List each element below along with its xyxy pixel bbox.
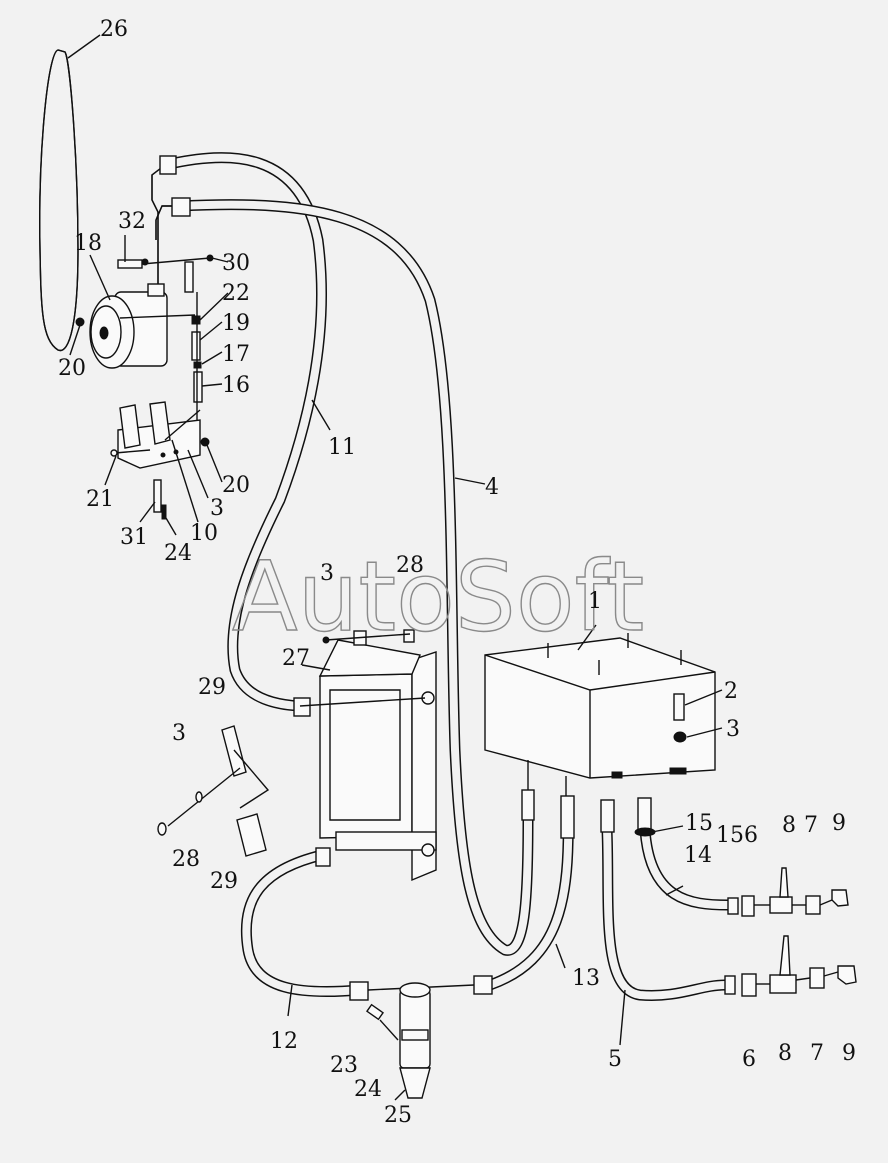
callout-8-lower: 8: [778, 1041, 792, 1066]
callout-6-upper: 6: [744, 823, 758, 848]
hose-14: [634, 797, 734, 911]
callout-15-valve: 15: [716, 823, 744, 848]
callout-17: 17: [222, 342, 250, 367]
callout-7-upper: 7: [804, 813, 818, 838]
watermark-text: AutoSoft: [232, 541, 644, 653]
callout-26: 26: [100, 17, 128, 42]
callout-18: 18: [74, 231, 102, 256]
valve-assembly-upper: [727, 867, 849, 917]
callout-12: 12: [270, 1029, 298, 1054]
condenser: [299, 629, 437, 882]
callout-1: 1: [588, 589, 602, 614]
callout-30: 30: [222, 251, 250, 276]
callout-3-bracket: 3: [210, 496, 224, 521]
callout-19: 19: [222, 311, 250, 336]
mounting-plates: [157, 725, 270, 857]
callout-13: 13: [572, 966, 600, 991]
callout-8-upper: 8: [782, 813, 796, 838]
compressor: [89, 283, 168, 369]
callout-29-lower: 29: [210, 869, 238, 894]
callout-11: 11: [328, 435, 356, 460]
callout-28-plates: 28: [172, 847, 200, 872]
hose-4: [155, 197, 535, 956]
callout-14: 14: [684, 843, 712, 868]
callout-5: 5: [608, 1047, 622, 1072]
callout-9-lower: 9: [842, 1041, 856, 1066]
callout-10: 10: [190, 521, 218, 546]
callout-16: 16: [222, 373, 250, 398]
callout-24-bracket: 24: [164, 541, 192, 566]
callout-22: 22: [222, 281, 250, 306]
callout-15-hose: 15: [685, 811, 713, 836]
callout-3-condenser: 3: [320, 561, 334, 586]
callout-29-upper: 29: [198, 675, 226, 700]
callout-25: 25: [384, 1103, 412, 1128]
hose-13: [473, 795, 575, 995]
callout-32: 32: [118, 209, 146, 234]
callout-28-condenser: 28: [396, 553, 424, 578]
callout-23: 23: [330, 1053, 358, 1078]
callout-20-bracket: 20: [222, 473, 250, 498]
valve-assembly-lower: [724, 935, 857, 997]
hose-11: [151, 152, 327, 717]
callout-24-drier: 24: [354, 1077, 382, 1102]
callout-3-plates: 3: [172, 721, 186, 746]
leader-lines: [67, 34, 723, 1101]
callout-2: 2: [724, 679, 738, 704]
callout-7-lower: 7: [810, 1041, 824, 1066]
callout-labels: 26 32 18 30 22 19 17 16 20 11 4 21 20 3 …: [58, 17, 856, 1128]
hose-12: [240, 847, 369, 1001]
callout-27: 27: [282, 646, 310, 671]
drive-belt: [39, 49, 79, 352]
callout-3-evaporator: 3: [726, 717, 740, 742]
callout-21: 21: [86, 487, 114, 512]
callout-9-upper: 9: [832, 811, 846, 836]
compressor-fittings: [75, 254, 214, 520]
callout-4: 4: [485, 475, 499, 500]
hose-5: [600, 799, 731, 1001]
callout-31: 31: [120, 525, 148, 550]
evaporator-box: [484, 633, 716, 797]
callout-6-lower: 6: [742, 1047, 756, 1072]
callout-20-compressor: 20: [58, 356, 86, 381]
receiver-drier: [365, 982, 475, 1099]
compressor-bracket: [117, 401, 201, 469]
